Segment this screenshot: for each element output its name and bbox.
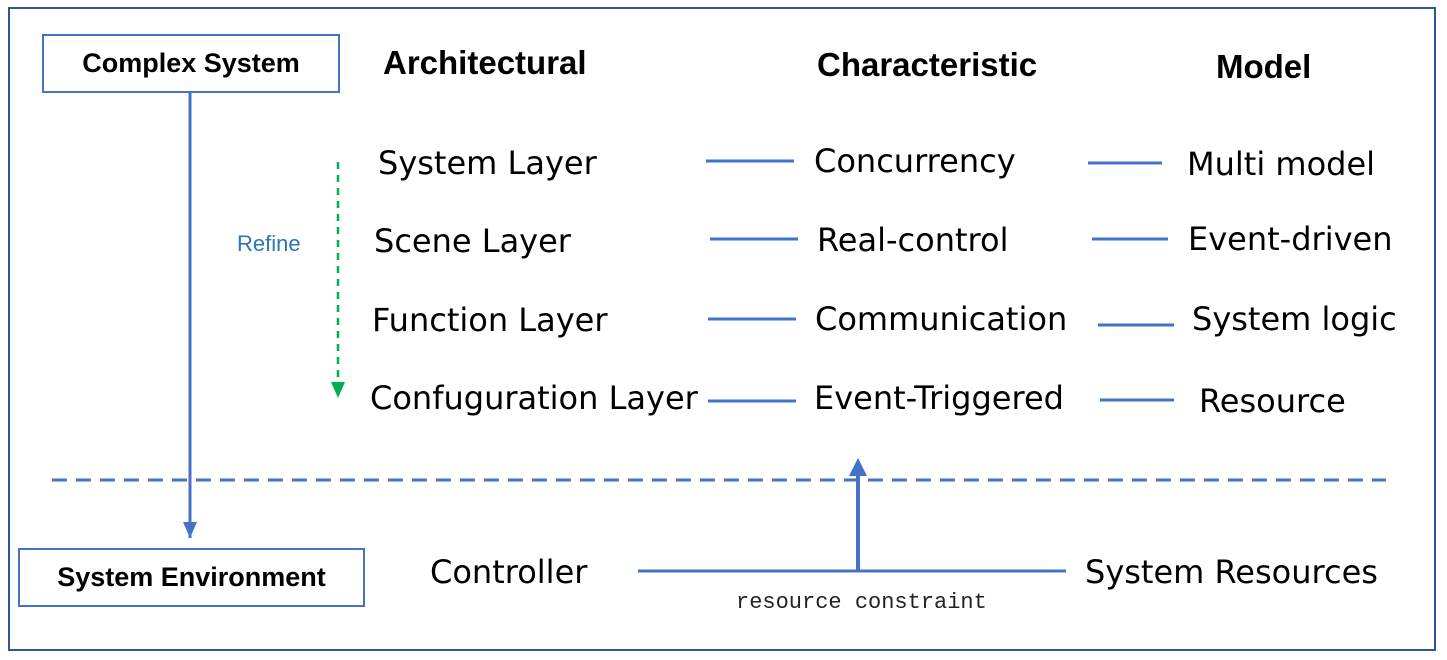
characteristic-label: Real-control	[817, 221, 1009, 259]
complex-system-label: Complex System	[82, 48, 300, 78]
model-header: Model	[1216, 48, 1312, 85]
refine-label: Refine	[237, 231, 301, 256]
characteristic-header: Characteristic	[817, 46, 1038, 83]
controller-label: Controller	[430, 553, 588, 591]
system-resources-label: System Resources	[1085, 553, 1378, 591]
characteristic-label: Event-Triggered	[814, 379, 1064, 417]
constraint-arrowhead	[849, 458, 867, 476]
complex-to-environment-arrowhead	[183, 522, 197, 538]
model-label: Multi model	[1187, 145, 1376, 183]
outer-frame	[8, 7, 1436, 651]
system-environment-label: System Environment	[57, 562, 326, 592]
architectural-header: Architectural	[383, 44, 587, 81]
resource-constraint-label: resource constraint	[736, 590, 987, 615]
refine-arrowhead	[331, 382, 345, 398]
layer-label: Confuguration Layer	[370, 379, 698, 417]
model-label: Resource	[1199, 382, 1346, 420]
model-label: System logic	[1192, 300, 1397, 338]
complex-system-box: Complex System	[42, 34, 340, 93]
layer-label: System Layer	[378, 144, 597, 182]
layer-label: Scene Layer	[374, 222, 571, 260]
characteristic-label: Concurrency	[814, 142, 1016, 180]
system-environment-box: System Environment	[18, 548, 365, 607]
layer-label: Function Layer	[372, 301, 608, 339]
model-label: Event-driven	[1188, 220, 1393, 258]
characteristic-label: Communication	[815, 300, 1068, 338]
